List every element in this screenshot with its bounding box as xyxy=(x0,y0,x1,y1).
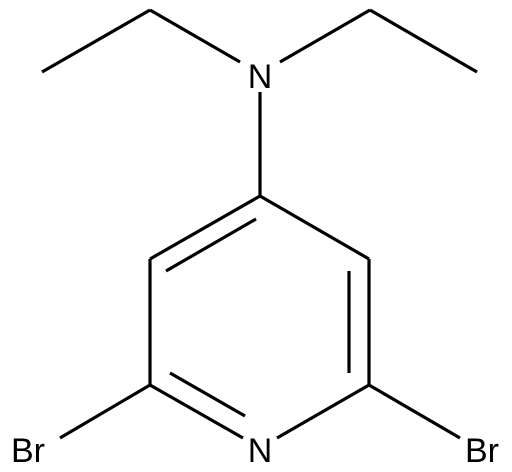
atom-label-bromine-left: Br xyxy=(11,432,45,470)
atom-label-bromine-right: Br xyxy=(465,432,499,470)
bond-c4-c5 xyxy=(259,194,370,261)
bond-ethyl-right-ch2-ch3 xyxy=(369,8,478,74)
atom-label-amine-nitrogen: N xyxy=(248,58,273,96)
bond-c6-n-ring xyxy=(276,383,370,440)
bond-c6-br xyxy=(368,383,461,440)
bond-c4-c3-inner xyxy=(165,217,257,273)
bond-ethyl-left-ch2-n xyxy=(149,8,241,64)
atom-label-ring-nitrogen: N xyxy=(248,432,273,470)
bond-n-ethyl-right-ch2 xyxy=(279,8,371,64)
bond-c4-c3 xyxy=(149,194,261,261)
bond-c2-br xyxy=(59,383,151,440)
bond-c2-n-ring-inner xyxy=(169,371,246,418)
bond-c2-n-ring xyxy=(149,383,244,440)
bond-ethyl-left-ch3-ch2 xyxy=(41,8,151,74)
